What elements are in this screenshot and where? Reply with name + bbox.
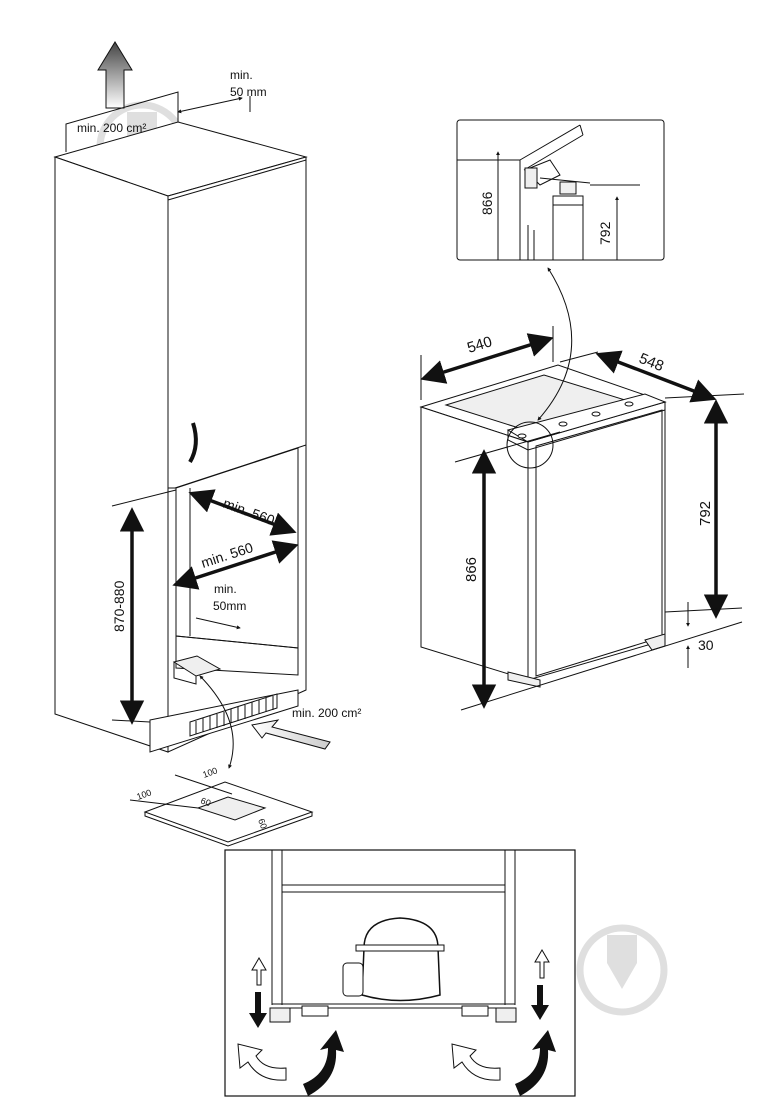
airflow-detail xyxy=(224,849,576,1097)
top-gap-label: min. xyxy=(230,68,253,82)
floor-cutout-detail: 100 100 60 60 xyxy=(129,765,314,847)
bottom-vent-area-label: min. 200 cm² xyxy=(292,706,361,720)
top-vent-area-label: min. 200 cm² xyxy=(77,121,146,135)
cutout-inner-a-label: 60 xyxy=(199,795,212,808)
curved-arrow-icon-2 xyxy=(303,1030,344,1096)
hinge-detail: 866 792 xyxy=(456,119,665,261)
cabinet-niche-drawing: min. 50 mm min. 200 cm² min. 560 min. 56… xyxy=(53,41,361,769)
double-arrow-icon-left xyxy=(249,957,267,1028)
unit-width-label: 540 xyxy=(465,333,494,357)
curved-arrow-icon-3 xyxy=(451,1043,501,1081)
watermark-logo-icon-2 xyxy=(576,924,668,1016)
cutout-side-a-label: 100 xyxy=(135,787,153,802)
exhaust-arrow-icon xyxy=(97,41,133,109)
unit-height-total-label: 866 xyxy=(463,557,480,582)
curved-arrow-icon-4 xyxy=(515,1030,556,1096)
detail-height-total-label: 866 xyxy=(479,191,495,215)
cutout-side-b-label: 100 xyxy=(201,765,219,780)
rear-gap-value: 50mm xyxy=(213,599,246,613)
detail-zoom-circle xyxy=(506,421,554,469)
niche-height-label: 870-880 xyxy=(111,580,127,632)
double-arrow-icon-right xyxy=(531,949,550,1020)
appliance-drawing: 540 548 866 792 30 xyxy=(419,267,745,711)
top-gap-value: 50 mm xyxy=(230,85,267,99)
unit-height-body-label: 792 xyxy=(697,501,714,526)
rear-gap-label: min. xyxy=(214,582,237,596)
intake-arrow-icon xyxy=(251,719,331,750)
curved-arrow-icon-1 xyxy=(237,1043,287,1081)
cutout-inner-b-label: 60 xyxy=(256,817,269,830)
compressor xyxy=(342,917,445,1002)
detail-height-body-label: 792 xyxy=(597,221,613,245)
foot-height-label: 30 xyxy=(698,637,714,653)
